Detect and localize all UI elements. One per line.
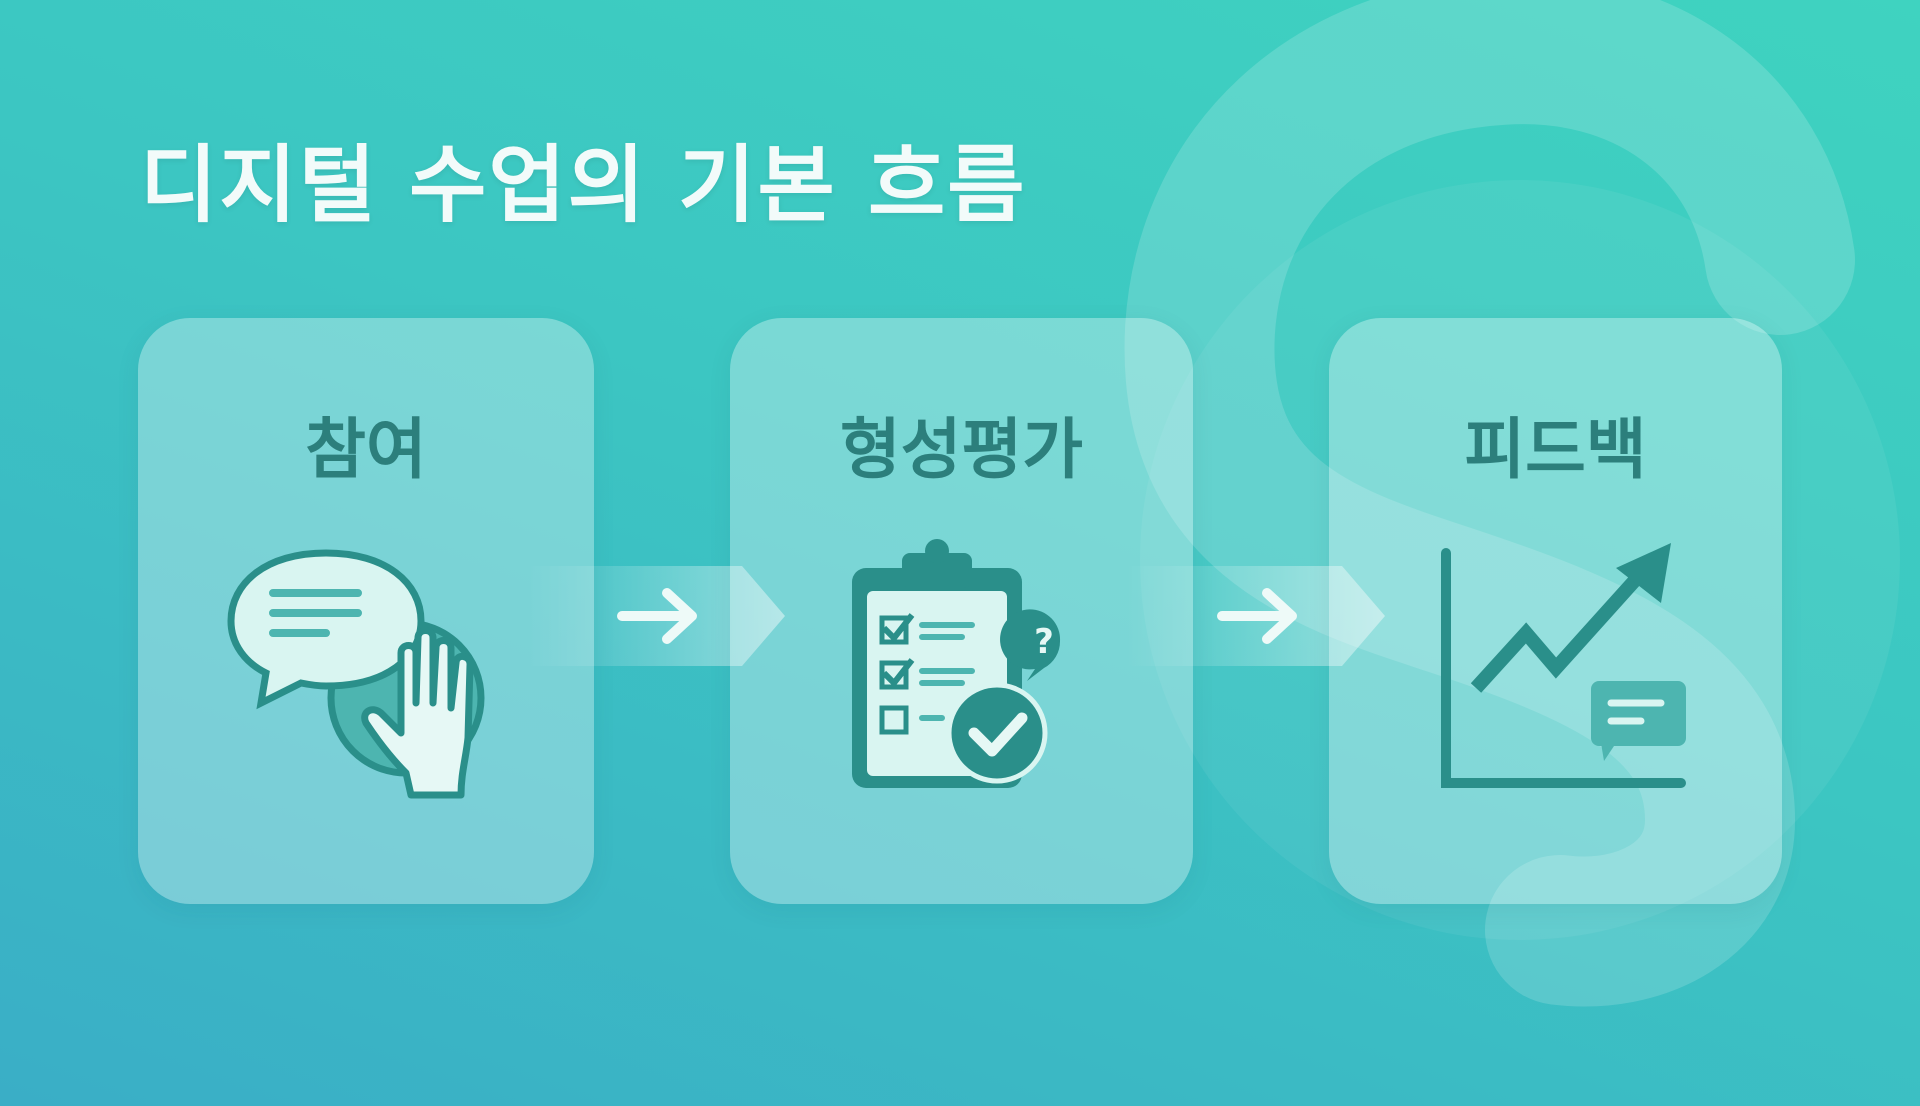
step-card-participation: 참여 <box>138 318 594 904</box>
step-label: 참여 <box>305 411 427 488</box>
step-card-feedback: 피드백 <box>1329 318 1782 904</box>
step-label: 형성평가 <box>840 411 1083 488</box>
arrow-right-icon <box>527 566 785 666</box>
arrow-connector-2 <box>1127 566 1385 666</box>
clipboard-check-icon: ? <box>851 539 1060 788</box>
arrow-right-icon <box>1127 566 1385 666</box>
arrow-connector-1 <box>527 566 785 666</box>
step-label: 피드백 <box>1464 411 1647 488</box>
step-card-formative-assessment: 형성평가 ? <box>730 318 1193 904</box>
chat-hand-icon <box>227 549 485 799</box>
page-title: 디지털 수업의 기본 흐름 <box>140 136 1027 234</box>
growth-chart-icon <box>1440 543 1686 788</box>
svg-text:?: ? <box>1034 622 1054 662</box>
